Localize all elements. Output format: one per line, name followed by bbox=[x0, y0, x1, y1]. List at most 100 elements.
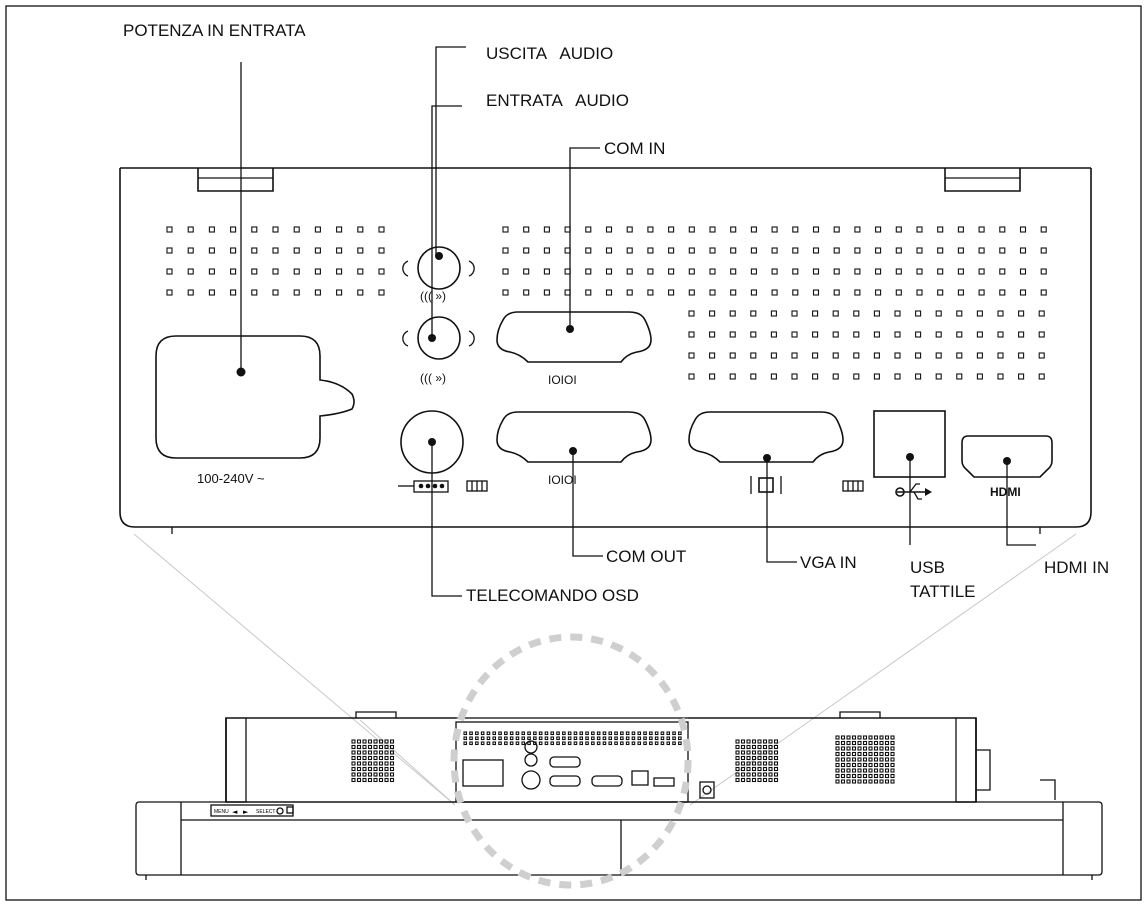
vent-hole bbox=[750, 352, 757, 359]
vent-hole bbox=[770, 310, 777, 317]
com-in-port: IOIOI bbox=[496, 311, 652, 387]
side-vent-hole bbox=[735, 755, 740, 761]
vent-hole bbox=[894, 331, 901, 338]
side-vent-hole bbox=[835, 740, 840, 746]
vent-hole bbox=[605, 247, 613, 254]
bay-vent-hole bbox=[654, 731, 659, 736]
vent-hole bbox=[272, 247, 279, 254]
side-vent-hole bbox=[873, 735, 879, 740]
bay-vent-hole bbox=[556, 731, 560, 736]
side-vent-hole bbox=[884, 773, 890, 779]
bay-vent-hole bbox=[678, 736, 682, 741]
side-vent-hole bbox=[768, 777, 773, 783]
com-out-port: IOIOI bbox=[496, 411, 652, 487]
vent-hole bbox=[853, 352, 860, 359]
side-vent-hole bbox=[384, 755, 389, 761]
strip-icon-left bbox=[466, 480, 488, 492]
bay-vent-hole bbox=[463, 731, 468, 736]
side-vent-hole bbox=[762, 772, 768, 777]
diagram-frame bbox=[5, 5, 1142, 901]
vent-hole bbox=[957, 268, 964, 275]
side-vent-hole bbox=[757, 772, 762, 777]
side-vent-hole bbox=[884, 779, 890, 784]
vent-hole bbox=[378, 289, 385, 296]
side-vent-hole bbox=[740, 744, 746, 750]
side-vent-hole bbox=[873, 762, 879, 768]
vent-hole bbox=[997, 352, 1004, 359]
side-vent-hole bbox=[851, 735, 857, 740]
vent-hole bbox=[771, 226, 778, 233]
side-vent-hole bbox=[890, 757, 895, 762]
com-out-mark: IOIOI bbox=[548, 473, 577, 487]
bay-vent-hole bbox=[596, 741, 601, 746]
vent-hole bbox=[791, 310, 798, 317]
monitor-bezel bbox=[135, 801, 1103, 876]
side-vent-hole bbox=[757, 766, 762, 772]
side-vent-hole bbox=[851, 746, 857, 751]
label-usb-tattile: TATTILE bbox=[910, 582, 976, 601]
side-vent-hole bbox=[873, 746, 879, 751]
bay-vent-hole bbox=[579, 741, 584, 746]
bay-vent-hole bbox=[475, 731, 479, 736]
side-vent-hole bbox=[868, 751, 873, 757]
vent-hole bbox=[336, 268, 343, 275]
side-vent-hole bbox=[746, 777, 751, 783]
vent-hole bbox=[502, 289, 509, 296]
vent-hole bbox=[1018, 310, 1025, 317]
bay-vent-hole bbox=[469, 731, 473, 736]
bay-vent-hole bbox=[498, 736, 502, 741]
bay-vent-hole bbox=[521, 736, 526, 741]
vent-hole bbox=[997, 331, 1004, 338]
vent-hole bbox=[854, 226, 861, 233]
side-vent-hole bbox=[389, 739, 395, 744]
bay-vent-hole bbox=[614, 731, 618, 736]
side-vent-hole bbox=[857, 735, 862, 740]
bay-vent-hole bbox=[585, 741, 589, 746]
side-vent-hole bbox=[868, 735, 873, 740]
vent-hole bbox=[1019, 268, 1027, 275]
side-vent-hole bbox=[873, 757, 879, 762]
side-vent-hole bbox=[356, 766, 362, 772]
bay-vent-hole bbox=[660, 741, 665, 746]
side-vent-hole bbox=[862, 768, 868, 773]
side-vent-hole bbox=[873, 779, 879, 784]
vent-hole bbox=[956, 310, 963, 317]
vga-in-port bbox=[688, 411, 864, 494]
vent-hole bbox=[956, 331, 963, 338]
label-usb: USB bbox=[910, 558, 945, 577]
vent-hole bbox=[251, 268, 258, 275]
side-vent-hole bbox=[735, 772, 740, 777]
side-vent-hole bbox=[868, 740, 873, 746]
bay-vent-hole bbox=[591, 731, 595, 736]
side-vent-hole bbox=[862, 740, 868, 746]
vent-hole bbox=[1038, 373, 1045, 380]
bay-vent-hole bbox=[591, 741, 595, 746]
side-vent-hole bbox=[351, 772, 356, 777]
side-vent-hole bbox=[862, 746, 868, 751]
vent-hole bbox=[251, 226, 258, 233]
side-vent-hole bbox=[746, 744, 751, 750]
bay-vent-hole bbox=[521, 741, 526, 746]
side-vent-hole bbox=[746, 750, 751, 755]
side-vent-hole bbox=[873, 773, 879, 779]
bay-vent-hole bbox=[620, 741, 624, 746]
vent-hole bbox=[688, 226, 695, 233]
side-vent-hole bbox=[351, 761, 356, 766]
side-vent-hole bbox=[751, 750, 757, 755]
side-vent-hole bbox=[373, 744, 378, 750]
side-vent-hole bbox=[768, 766, 773, 772]
vent-hole bbox=[999, 268, 1006, 275]
side-vent-hole bbox=[389, 755, 395, 761]
vent-hole bbox=[833, 268, 840, 275]
vent-hole bbox=[336, 226, 343, 233]
bay-vent-hole bbox=[527, 736, 531, 741]
bay-vent-hole bbox=[544, 731, 549, 736]
side-vent-hole bbox=[362, 761, 367, 766]
vent-hole bbox=[230, 289, 237, 296]
bay-vent-hole bbox=[562, 741, 566, 746]
side-vent-hole bbox=[740, 761, 746, 766]
side-vent-hole bbox=[840, 773, 846, 779]
vent-hole bbox=[378, 247, 385, 254]
vent-hole bbox=[873, 373, 880, 380]
bay-vent-hole bbox=[567, 731, 572, 736]
